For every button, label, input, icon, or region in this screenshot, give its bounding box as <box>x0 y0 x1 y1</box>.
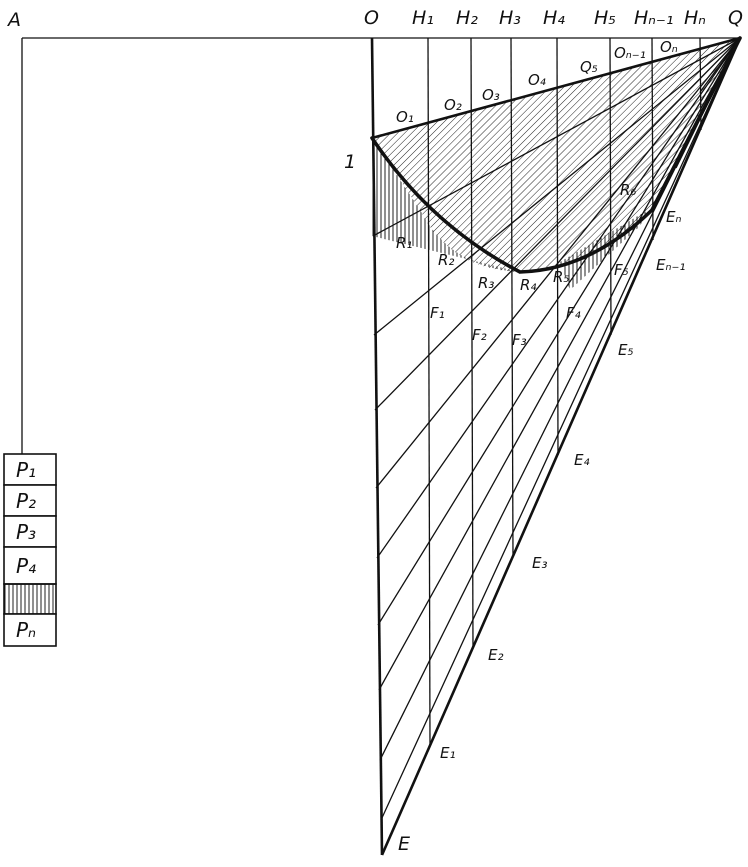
label-H5: H₅ <box>594 7 616 29</box>
label-E5: E₅ <box>618 341 634 359</box>
label-E3: E₃ <box>532 554 548 572</box>
label-R3: R₃ <box>478 274 494 292</box>
ray-Q-E <box>380 37 742 856</box>
label-Hn-1: Hₙ₋₁ <box>634 7 674 29</box>
label-Q: Q <box>728 7 743 29</box>
label-On-1: Oₙ₋₁ <box>614 44 646 62</box>
label-On: Oₙ <box>660 38 678 56</box>
label-H1: H₁ <box>412 7 434 29</box>
label-R5: R₅ <box>553 268 569 286</box>
load-box-hatched <box>3 583 57 615</box>
label-E4: E₄ <box>574 451 590 469</box>
label-F2: F₂ <box>472 326 487 344</box>
label-R6: R₆ <box>620 181 636 199</box>
label-P3: P₃ <box>16 520 36 544</box>
label-H3: H₃ <box>499 7 521 29</box>
label-R2: R₂ <box>438 251 454 269</box>
label-H4: H₄ <box>543 7 565 29</box>
label-Hn: Hₙ <box>684 7 706 29</box>
label-P1: P₁ <box>16 458 36 482</box>
label-F5: F₅ <box>614 261 629 279</box>
chord-1-Q <box>371 36 741 140</box>
load-box <box>3 613 57 647</box>
label-P2: P₂ <box>16 489 36 513</box>
vertical-hatched-region <box>372 138 520 272</box>
vertical-h-lines <box>427 37 702 746</box>
vertical-O-E <box>370 37 384 856</box>
label-E2: E₂ <box>488 646 504 664</box>
load-stack <box>3 453 57 647</box>
label-O3: O₃ <box>482 86 500 104</box>
label-H2: H₂ <box>456 7 478 29</box>
label-R4: R₄ <box>520 276 536 294</box>
label-Pn: Pₙ <box>16 618 36 642</box>
label-P4: P₄ <box>16 554 36 578</box>
label-F1: F₁ <box>430 304 445 322</box>
load-box <box>3 453 57 486</box>
label-O1: O₁ <box>396 108 414 126</box>
label-En-1: Eₙ₋₁ <box>656 256 685 274</box>
label-O: O <box>364 7 379 29</box>
label-F4: F₄ <box>566 304 581 322</box>
label-E: E <box>398 833 410 855</box>
label-En: Eₙ <box>666 208 681 226</box>
right-vertical-hatched-region <box>560 210 648 290</box>
label-O2: O₂ <box>444 96 462 114</box>
label-Q5: Q₅ <box>580 58 598 76</box>
load-box <box>3 484 57 517</box>
label-A: A <box>6 9 21 31</box>
label-E1: E₁ <box>440 744 456 762</box>
deflection-curve <box>370 36 742 274</box>
label-curve-start: 1 <box>344 151 356 173</box>
label-R1: R₁ <box>396 234 412 252</box>
label-F3: F₃ <box>512 331 527 349</box>
label-O4: O₄ <box>528 71 546 89</box>
